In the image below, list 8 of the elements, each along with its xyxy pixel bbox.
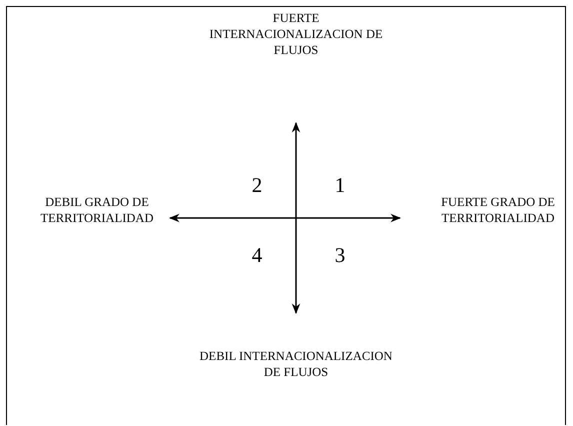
quadrant-number: 2 (250, 173, 264, 197)
axis-label: DEBIL GRADO DE TERRITORIALIDAD (40, 194, 154, 226)
quadrant-number: 4 (250, 243, 264, 267)
axis-label: FUERTE GRADO DE TERRITORIALIDAD (440, 194, 556, 226)
axis-label: FUERTE INTERNACIONALIZACION DE FLUJOS (208, 10, 384, 58)
quadrant-number: 3 (334, 243, 346, 267)
axis-label: DEBIL INTERNACIONALIZACION DE FLUJOS (198, 348, 394, 380)
quadrant-number: 1 (334, 173, 346, 197)
